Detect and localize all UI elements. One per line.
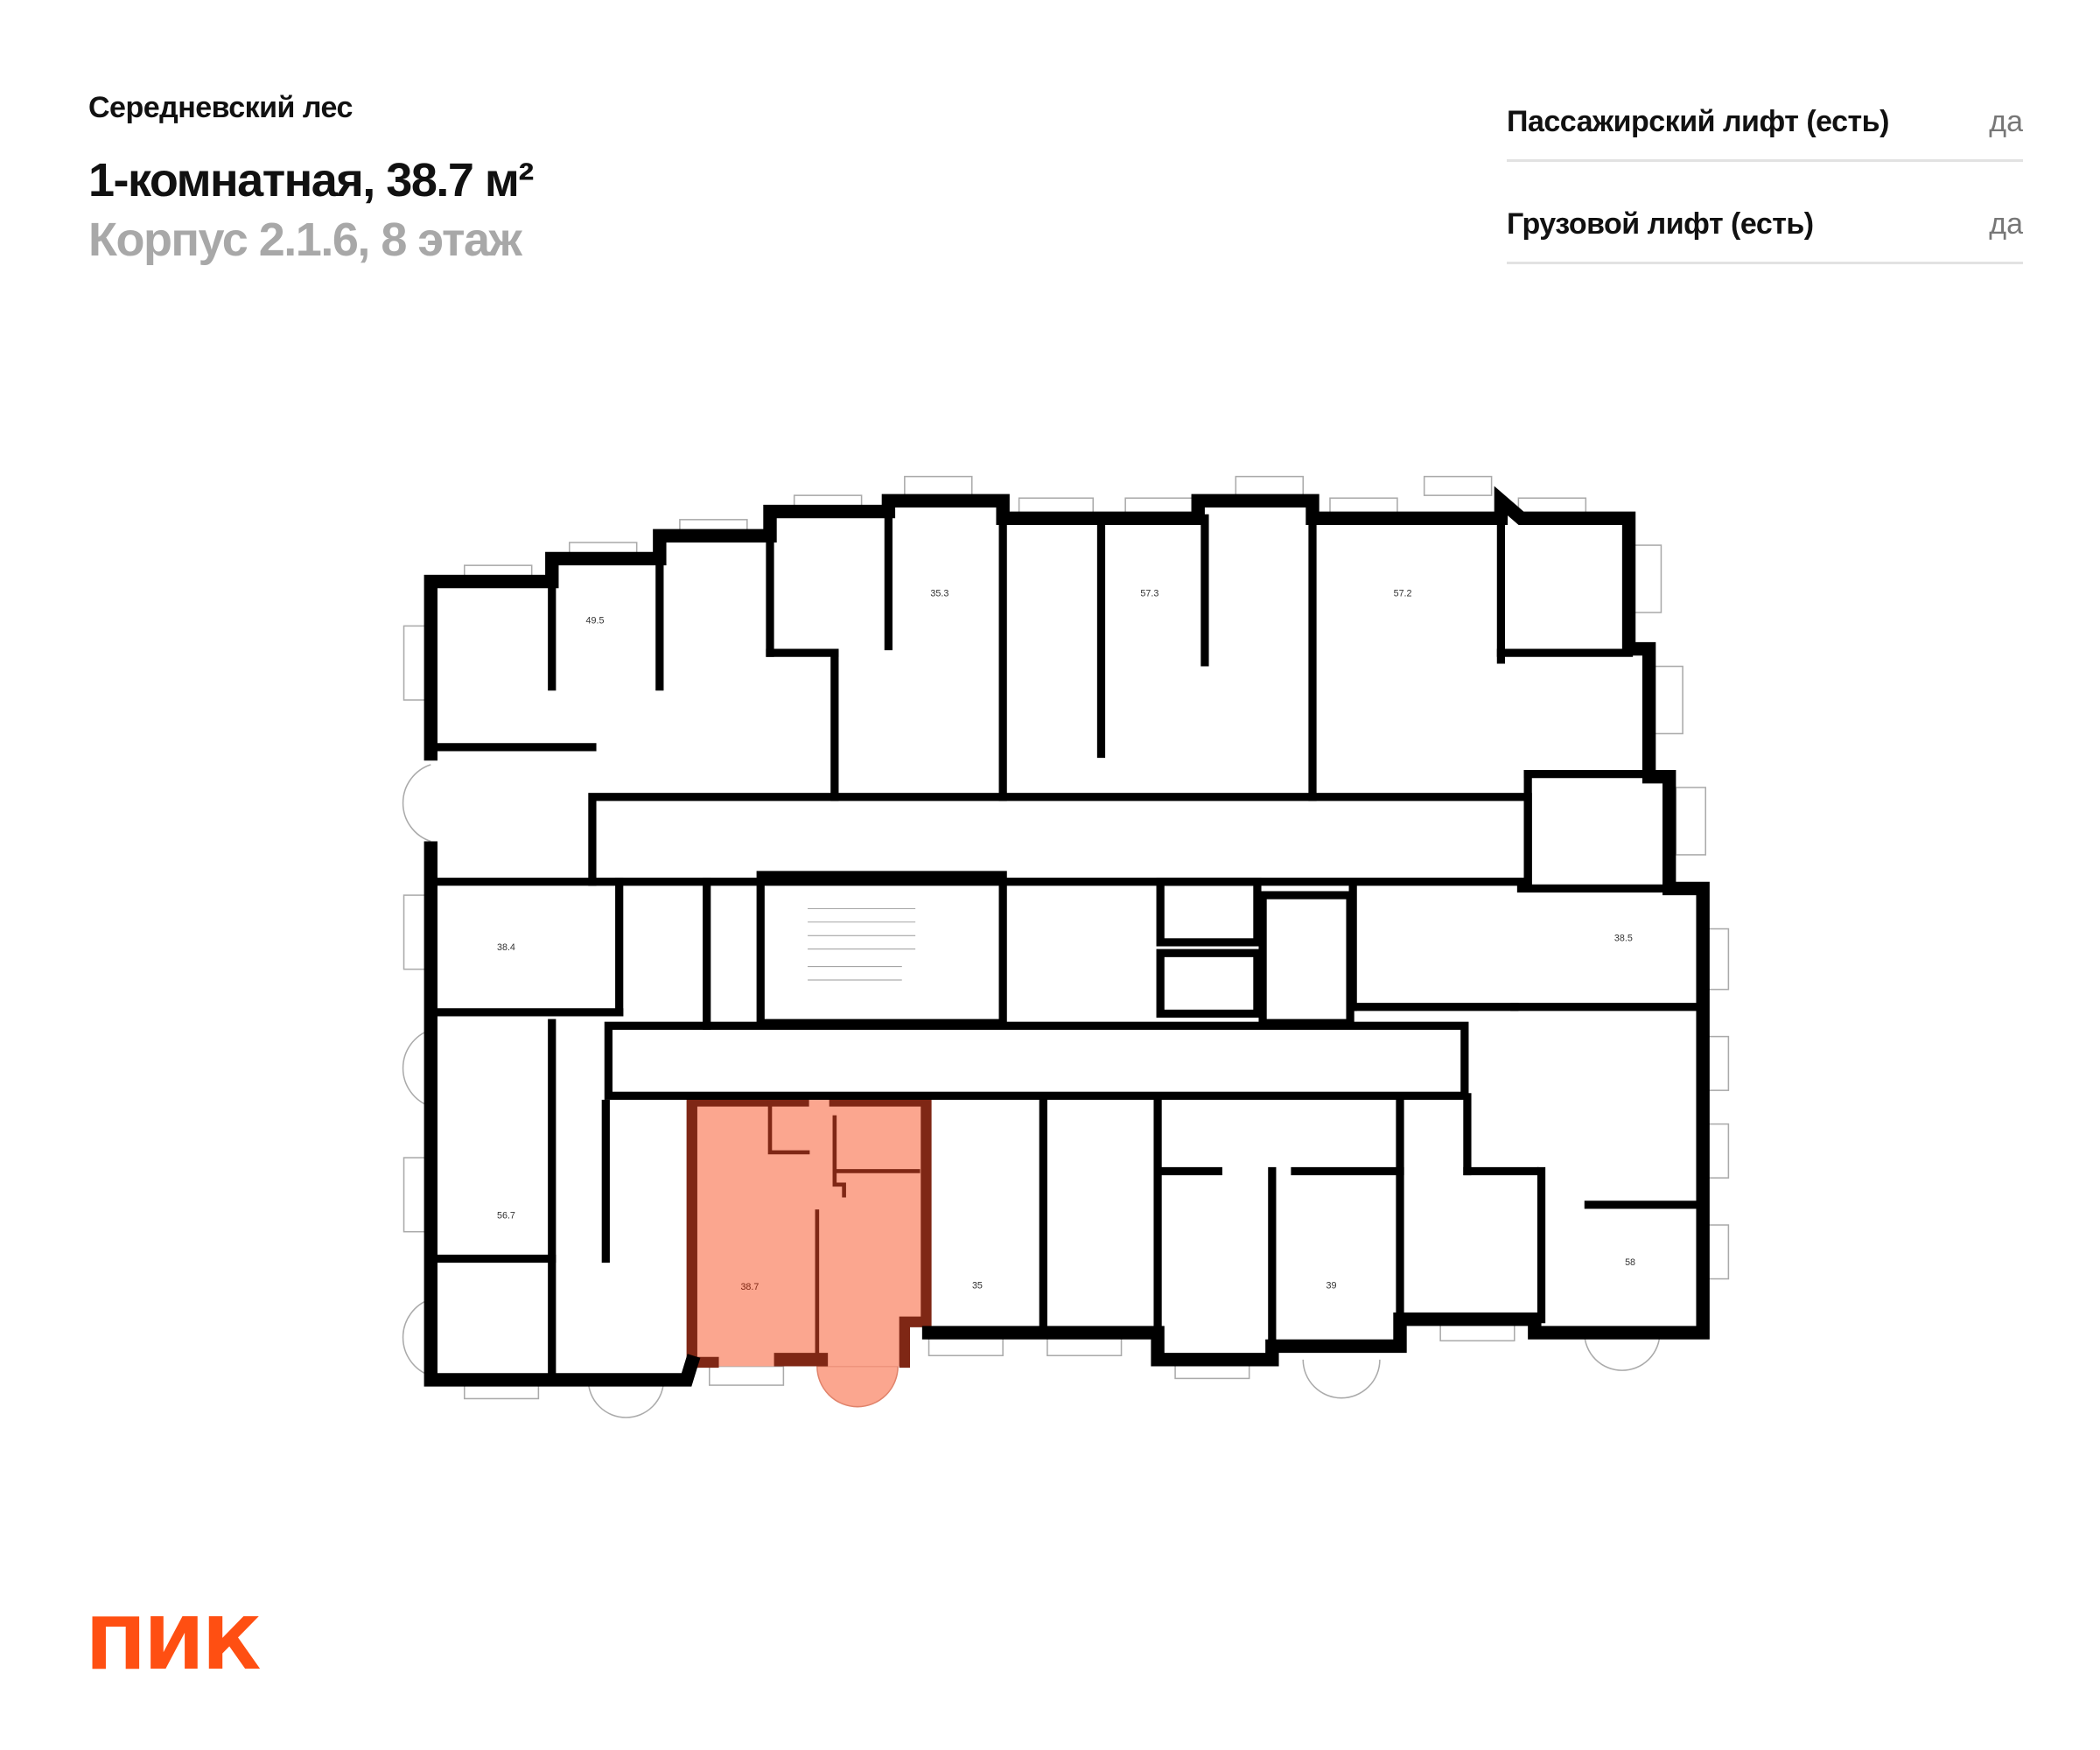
area-labels: 49.5 35.3 57.3 57.2 38.4 38.5 56.7 35 39… — [497, 589, 1635, 1292]
project-name: Середневский лес — [88, 91, 353, 124]
property-label: Пассажирский лифт (есть) — [1507, 104, 1889, 138]
area-label: 57.2 — [1394, 589, 1412, 599]
area-label: 35.3 — [930, 589, 948, 599]
area-label: 35 — [972, 1280, 983, 1291]
property-freight-lift: Грузовой лифт (есть) да — [1507, 186, 2023, 264]
building-floor: Корпус 2.1.6, 8 этаж — [88, 214, 522, 266]
balconies — [402, 764, 1661, 1418]
selected-apartment[interactable]: 38.7 — [686, 1096, 932, 1408]
area-label: 56.7 — [497, 1210, 515, 1221]
area-label: 57.3 — [1140, 589, 1158, 599]
staircase — [808, 908, 916, 981]
properties-list: Пассажирский лифт (есть) да Грузовой лиф… — [1507, 84, 2023, 289]
selected-area-label: 38.7 — [740, 1282, 759, 1292]
apartment-title: 1-комнатная, 38.7 м² — [88, 154, 534, 206]
area-label: 38.4 — [497, 942, 515, 953]
area-label: 39 — [1326, 1280, 1337, 1291]
walls — [424, 486, 1710, 1387]
area-label: 38.5 — [1614, 933, 1633, 943]
area-label: 49.5 — [586, 615, 605, 626]
property-value: да — [1989, 206, 2023, 241]
property-label: Грузовой лифт (есть) — [1507, 206, 1814, 241]
property-passenger-lift: Пассажирский лифт (есть) да — [1507, 84, 2023, 162]
pik-logo: ПИК — [86, 1603, 261, 1686]
area-label: 58 — [1625, 1257, 1635, 1268]
property-value: да — [1989, 104, 2023, 138]
